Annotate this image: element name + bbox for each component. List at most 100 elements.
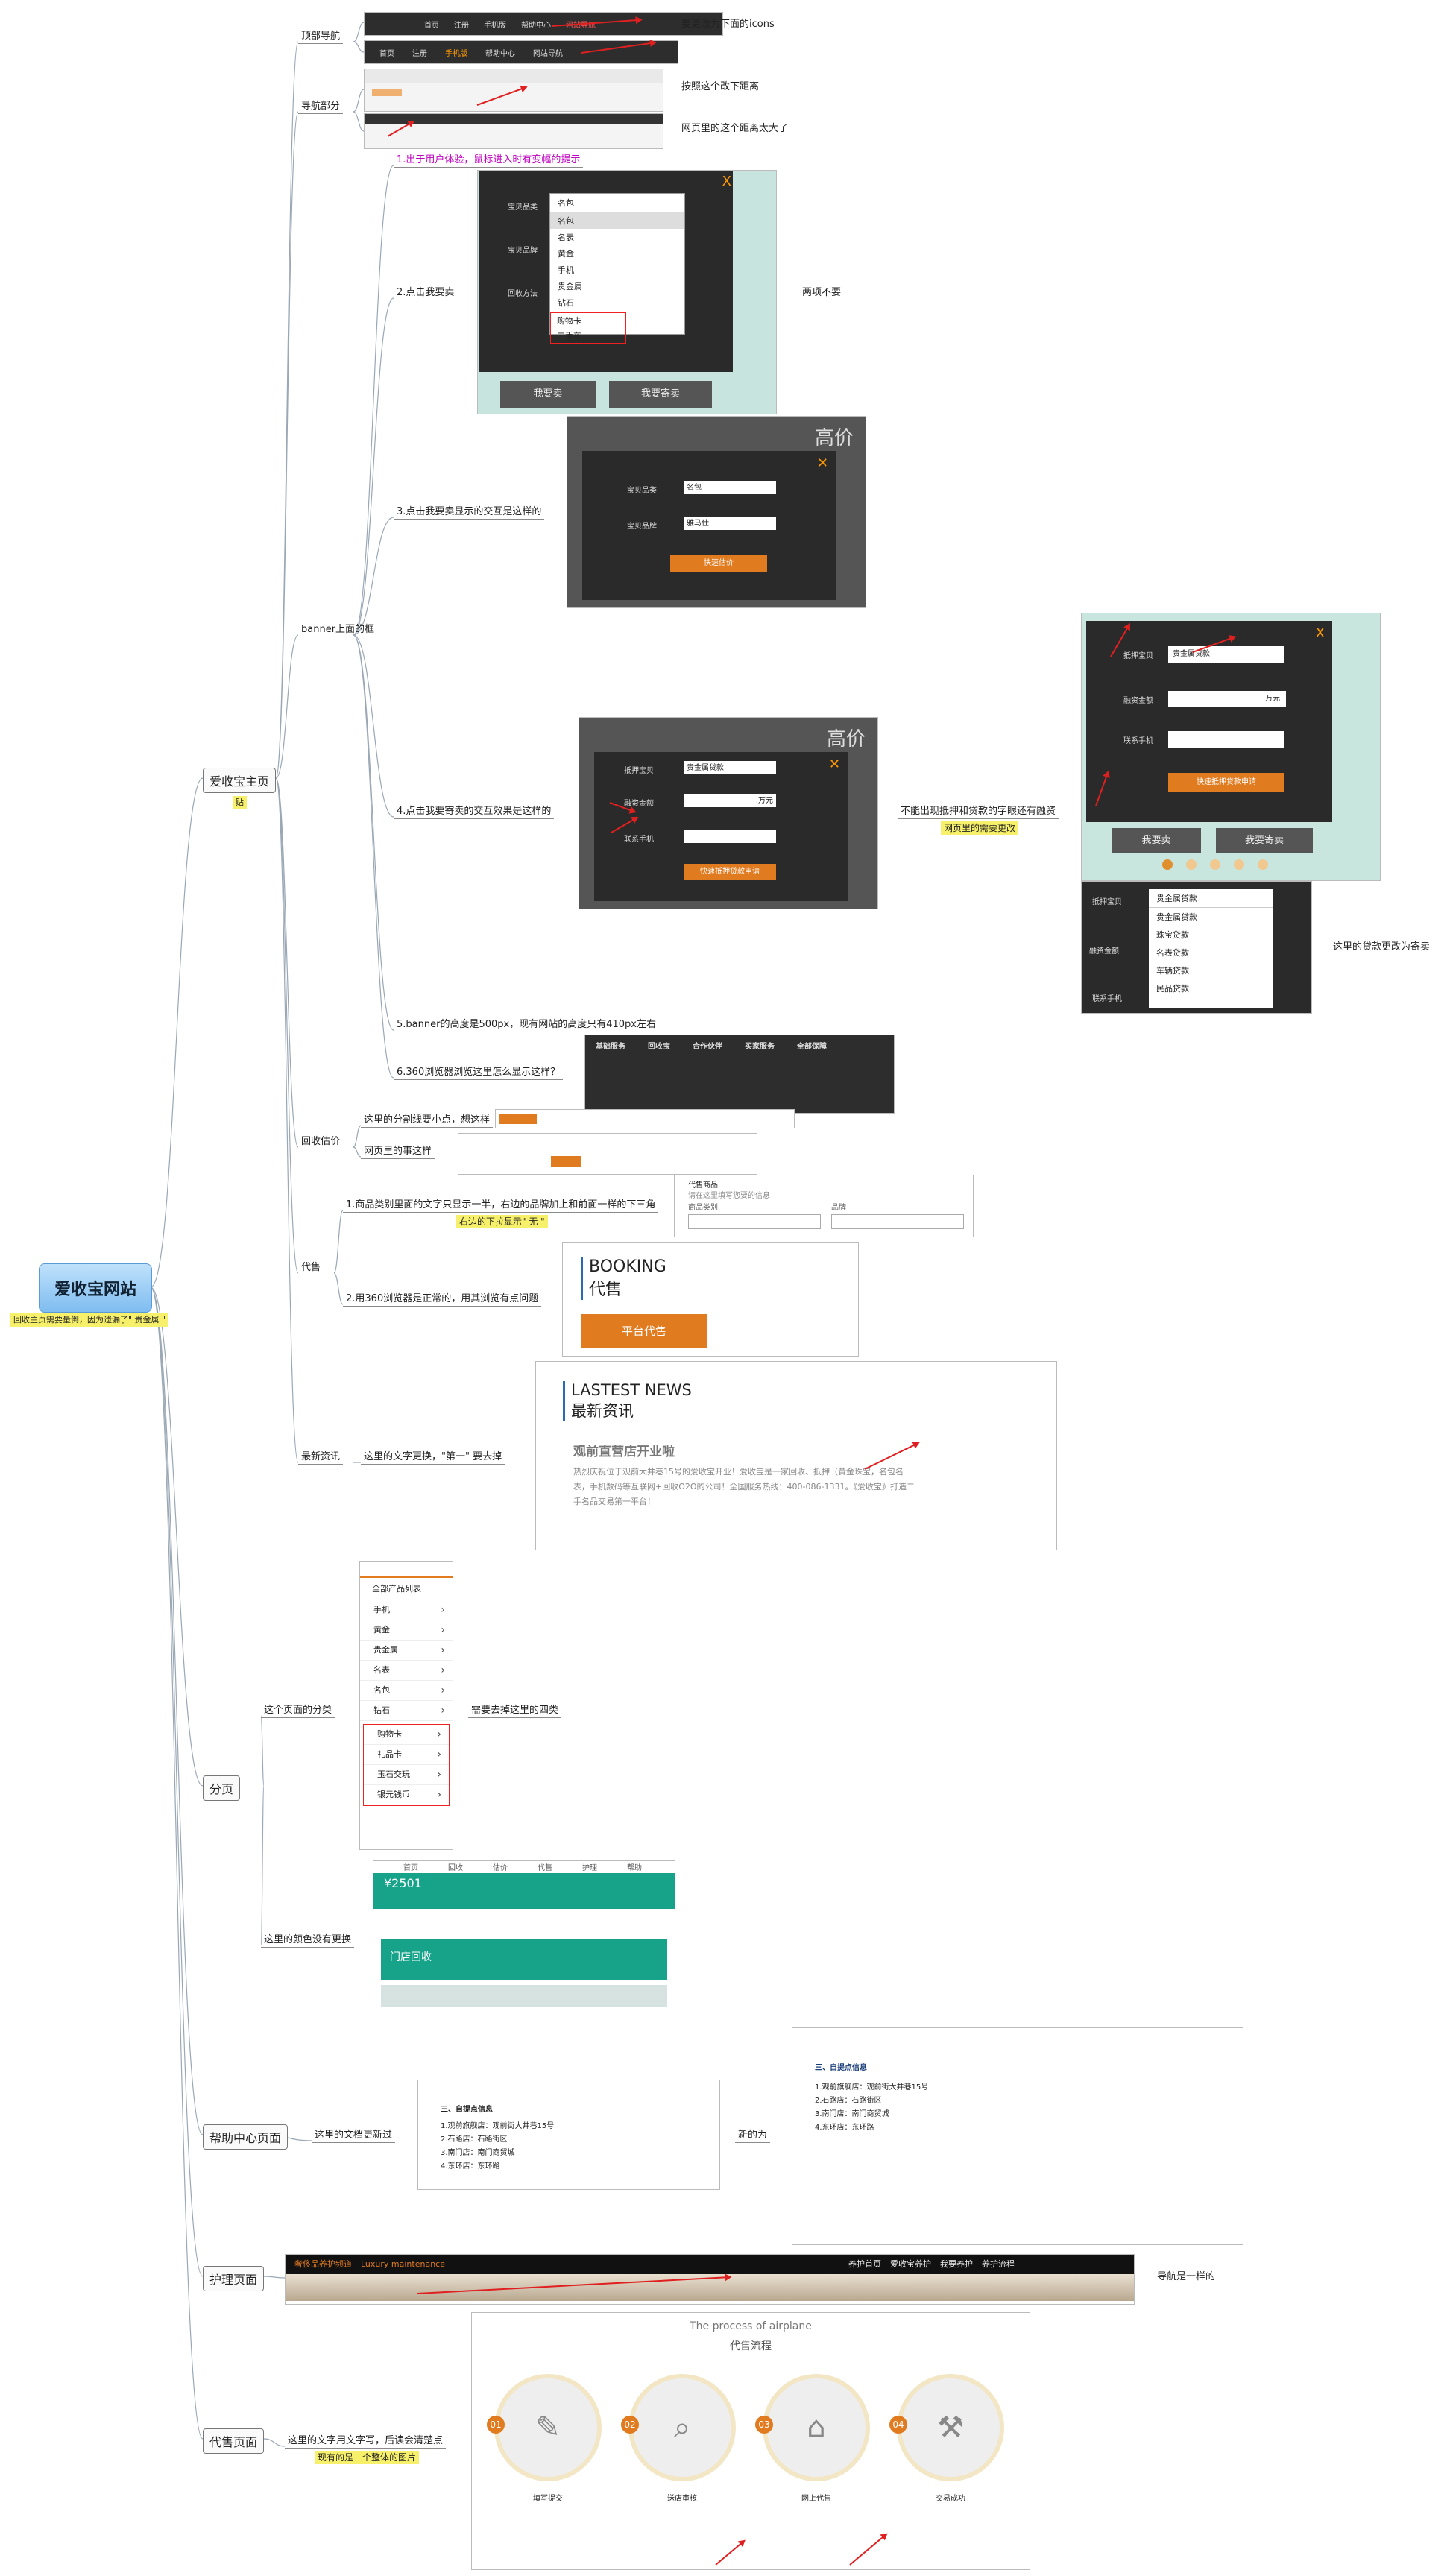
help-new[interactable]: 新的为 bbox=[735, 2129, 771, 2143]
banner-item-3[interactable]: 3.点击我要卖显示的交互是这样的 bbox=[394, 505, 545, 520]
node-home[interactable]: 爱收宝主页 bbox=[203, 768, 277, 793]
dropdown-option[interactable]: 手机 bbox=[558, 265, 574, 275]
nav-item[interactable]: 帮助 bbox=[627, 1864, 642, 1872]
paging-cat[interactable]: 这个页面的分类 bbox=[261, 1704, 335, 1718]
node-paging-label: 分页 bbox=[209, 1782, 234, 1796]
dropdown-option[interactable]: 名表贷款 bbox=[1156, 948, 1189, 958]
nav-item[interactable]: 估价 bbox=[493, 1864, 508, 1872]
close-icon[interactable]: ✕ bbox=[828, 757, 840, 772]
form-label: 联系手机 bbox=[1092, 995, 1122, 1003]
dropdown-option[interactable]: 民品贷款 bbox=[1156, 984, 1189, 994]
phone-input[interactable] bbox=[684, 830, 776, 843]
dropdown-option[interactable]: 贵金属 bbox=[558, 282, 582, 291]
node-consign[interactable]: 代售 bbox=[298, 1261, 324, 1275]
category-dropdown[interactable]: 名包 名包 名表 黄金 手机 贵金属 钻石 购物卡 二手车 bbox=[549, 193, 685, 344]
platform-consign-button[interactable]: 平台代售 bbox=[581, 1314, 707, 1348]
booking-shot: BOOKING 代售 平台代售 bbox=[562, 1242, 859, 1357]
banner-item-6[interactable]: 6.360浏览器浏览这里怎么显示这样？ bbox=[394, 1066, 564, 1080]
banner-item-1[interactable]: 1.出于用户体验，鼠标进入时有变幅的提示 bbox=[394, 154, 584, 168]
node-banner[interactable]: banner上面的框 bbox=[298, 623, 378, 637]
news-note: 这里的文字更换，"第一" 要去掉 bbox=[361, 1450, 505, 1465]
node-recycle[interactable]: 回收估价 bbox=[298, 1135, 344, 1149]
nav-item[interactable]: 护理 bbox=[582, 1864, 597, 1872]
banner-item-2[interactable]: 2.点击我要卖 bbox=[394, 286, 458, 300]
nav-item[interactable]: 代售 bbox=[538, 1864, 552, 1872]
menu-item[interactable]: 贵金属 bbox=[360, 1641, 453, 1661]
node-help[interactable]: 帮助中心页面 bbox=[203, 2124, 289, 2150]
form-input[interactable]: 万元 bbox=[684, 794, 776, 807]
node-paging[interactable]: 分页 bbox=[203, 1775, 241, 1801]
banner-item-5[interactable]: 5.banner的高度是500px，现有网站的高度只有410px左右 bbox=[394, 1018, 659, 1032]
recycle-note-1: 这里的分割线要小点，想这样 bbox=[361, 1114, 494, 1128]
help-line: 1.观前旗舰店：观前街大井巷15号 bbox=[815, 2083, 929, 2092]
nav-item[interactable]: 首页 bbox=[403, 1864, 418, 1872]
close-icon[interactable]: ✕ bbox=[816, 455, 828, 471]
dropdown-option[interactable]: 珠宝贷款 bbox=[1156, 930, 1189, 940]
dropdown-option[interactable]: 二手车 bbox=[557, 331, 581, 341]
loan-apply-button[interactable]: 快速抵押贷款申请 bbox=[684, 864, 776, 880]
dropdown-option[interactable]: 名表 bbox=[558, 233, 574, 242]
node-help-label: 帮助中心页面 bbox=[209, 2131, 282, 2145]
dropdown-option[interactable]: 购物卡 bbox=[557, 316, 581, 326]
dropdown-option[interactable]: 黄金 bbox=[558, 249, 574, 259]
nav-item[interactable]: 回收 bbox=[448, 1864, 463, 1872]
form-select[interactable]: 贵金属贷款 bbox=[1168, 646, 1284, 663]
phone-input[interactable] bbox=[1168, 731, 1284, 748]
menu-item[interactable]: 黄金 bbox=[360, 1620, 453, 1641]
dropdown-option[interactable]: 钻石 bbox=[558, 298, 574, 308]
consign-button[interactable]: 我要寄卖 bbox=[1216, 828, 1313, 853]
loan-type-dropdown[interactable]: 贵金属贷款 贵金属贷款 珠宝贷款 名表贷款 车辆贷款 民品贷款 bbox=[1149, 889, 1273, 1008]
dropdown-option[interactable]: 名包 bbox=[550, 212, 684, 229]
step-label: 送店审核 bbox=[667, 2495, 697, 2503]
care-nav-item[interactable]: 养护首页 bbox=[848, 2259, 881, 2269]
carousel-dots[interactable] bbox=[1162, 859, 1268, 870]
house-icon: ⌂ bbox=[807, 2411, 826, 2445]
care-nav-item[interactable]: 养护流程 bbox=[982, 2259, 1015, 2269]
care-nav-item[interactable]: 爱收宝养护 bbox=[890, 2259, 931, 2269]
menu-item[interactable]: 银元钱币 bbox=[364, 1785, 449, 1805]
dropdown-selected[interactable]: 贵金属贷款 bbox=[1149, 889, 1273, 908]
quick-quote-button[interactable]: 快速估价 bbox=[670, 555, 767, 572]
form-select[interactable]: 贵金属贷款 bbox=[684, 761, 776, 774]
dropdown-option[interactable]: 车辆贷款 bbox=[1156, 966, 1189, 976]
sell-button[interactable]: 我要卖 bbox=[500, 381, 596, 408]
close-icon[interactable]: X bbox=[722, 174, 731, 189]
menu-item[interactable]: 名包 bbox=[360, 1681, 453, 1701]
form-select[interactable]: 雅马仕 bbox=[684, 517, 776, 530]
consign-button[interactable]: 我要寄卖 bbox=[609, 381, 712, 408]
news-headline[interactable]: 观前直营店开业啦 bbox=[573, 1445, 675, 1459]
node-nav-part[interactable]: 导航部分 bbox=[298, 100, 344, 114]
sell-note-hl: 现有的是一个整体的图片 bbox=[315, 2451, 420, 2464]
menu-item[interactable]: 钻石 bbox=[360, 1701, 453, 1721]
menu-item[interactable]: 礼品卡 bbox=[364, 1745, 449, 1765]
dropdown-option[interactable]: 贵金属贷款 bbox=[1156, 912, 1197, 922]
step-number: 01 bbox=[487, 2416, 505, 2434]
root-node[interactable]: 爱收宝网站 bbox=[39, 1263, 152, 1313]
node-news[interactable]: 最新资讯 bbox=[298, 1450, 344, 1465]
news-body: 热烈庆祝位于观前大井巷15号的爱收宝开业！爱收宝是一家回收、抵押（黄金珠宝，名包… bbox=[573, 1467, 915, 1506]
paging-cat-note: 需要去掉这里的四类 bbox=[468, 1704, 562, 1718]
menu-item[interactable]: 名表 bbox=[360, 1661, 453, 1681]
loan-apply-button[interactable]: 快速抵押贷款申请 bbox=[1168, 773, 1284, 792]
close-icon[interactable]: X bbox=[1315, 625, 1325, 641]
sell-button[interactable]: 我要卖 bbox=[1112, 828, 1201, 853]
brand-select[interactable] bbox=[831, 1214, 964, 1229]
paging-color[interactable]: 这里的颜色没有更换 bbox=[261, 1933, 355, 1948]
menu-item[interactable]: 购物卡 bbox=[364, 1725, 449, 1745]
footer-col: 买家服务 bbox=[745, 1043, 775, 1051]
help-note[interactable]: 这里的文档更新过 bbox=[312, 2129, 396, 2143]
category-select[interactable] bbox=[688, 1214, 821, 1229]
sell-note[interactable]: 这里的文字用文字写，后读会清楚点 bbox=[285, 2434, 447, 2449]
form-select[interactable]: 名包 bbox=[684, 481, 776, 494]
node-care[interactable]: 护理页面 bbox=[203, 2266, 265, 2291]
banner-item-4[interactable]: 4.点击我要寄卖的交互效果是这样的 bbox=[394, 805, 555, 819]
menu-item[interactable]: 玉石交玩 bbox=[364, 1765, 449, 1785]
form-input[interactable]: 万元 bbox=[1168, 691, 1286, 707]
node-top-nav[interactable]: 顶部导航 bbox=[298, 30, 344, 44]
dropdown-selected[interactable]: 名包 bbox=[550, 194, 684, 212]
node-sell[interactable]: 代售页面 bbox=[203, 2428, 265, 2454]
care-nav-item[interactable]: 我要养护 bbox=[940, 2259, 973, 2269]
connector-line bbox=[275, 634, 299, 779]
menu-item[interactable]: 手机 bbox=[360, 1600, 453, 1620]
connector-line bbox=[353, 41, 365, 53]
